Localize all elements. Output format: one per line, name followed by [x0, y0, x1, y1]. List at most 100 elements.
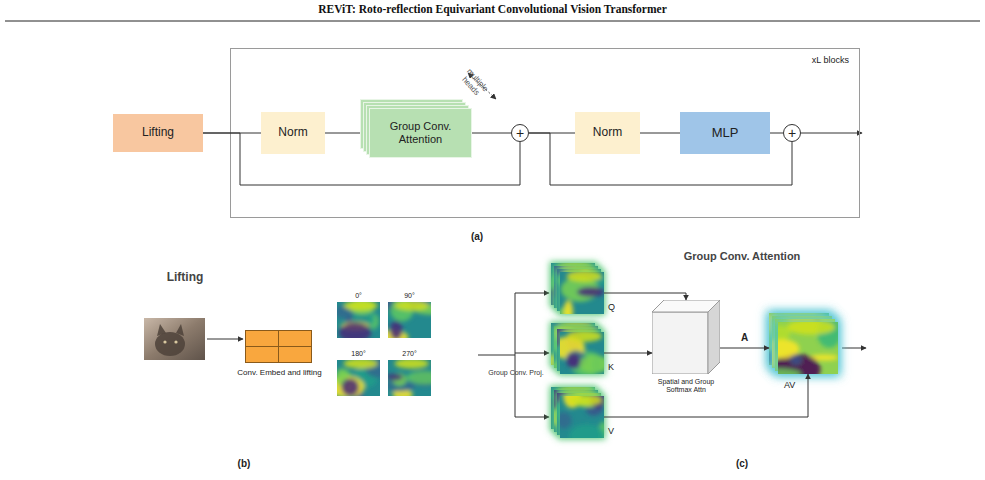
panel-title: Group Conv. Attention: [672, 250, 812, 263]
header-rule: [5, 21, 980, 22]
input-image-detail: [155, 332, 185, 356]
map-blob: [343, 302, 377, 311]
map-blob: [339, 322, 371, 338]
feature-map: [560, 396, 604, 438]
map-blobs: [778, 322, 838, 374]
map-blob: [567, 272, 602, 282]
projection-wire: [515, 417, 549, 418]
map-blob: [563, 300, 573, 314]
connector: [529, 133, 575, 134]
value-stack: V: [560, 396, 604, 438]
conv-embed-block: Conv. Embed and lifting: [245, 330, 312, 363]
key-stack: K: [560, 332, 604, 374]
map-blob: [787, 322, 835, 334]
sum-node: +: [511, 124, 529, 142]
map-blobs: [560, 396, 604, 438]
map-blobs: [388, 360, 431, 396]
cube-caption: Spatial and Group Softmax Attn: [644, 378, 728, 394]
panel-title: Lifting: [158, 271, 212, 285]
feature-map: [778, 322, 838, 374]
rotated-feature-map: 0°: [337, 302, 380, 338]
input-image-detail: [163, 340, 166, 343]
connector: [529, 133, 792, 185]
norm-box: Norm: [575, 112, 640, 154]
map-blob: [778, 369, 801, 374]
attention-cube: Spatial and Group Softmax Attn: [652, 300, 720, 374]
rotated-feature-map: 270°: [388, 360, 431, 396]
running-header: REViT: Roto-reflection Equivariant Convo…: [0, 3, 985, 15]
feature-map: [337, 302, 380, 338]
map-blobs: [337, 360, 380, 396]
plus-sign: +: [788, 125, 796, 141]
output-wire: [842, 348, 866, 349]
angle-label: 90°: [388, 292, 431, 300]
connector: [472, 133, 511, 134]
transformer-block-frame: xL blocksNormGroup Conv. Attention+NormM…: [230, 48, 860, 218]
tensor-label: K: [608, 362, 614, 372]
output-wire: [801, 133, 862, 134]
map-blob: [577, 287, 604, 297]
connector: [203, 133, 520, 185]
map-blob: [569, 424, 604, 438]
box-label: MLP: [712, 126, 739, 141]
repeat-label: xL blocks: [812, 55, 849, 65]
tensor-label: V: [608, 426, 614, 436]
feature-map: [560, 272, 604, 314]
map-blob: [578, 355, 604, 373]
input-image-detail: [157, 324, 184, 336]
map-blob: [567, 353, 581, 368]
projection-wire: [515, 353, 549, 354]
input-image: [144, 318, 205, 360]
feature-map: [388, 360, 431, 396]
connector: [604, 374, 808, 417]
map-blob: [341, 378, 358, 396]
connector: [203, 133, 261, 134]
map-blob: [560, 412, 572, 428]
map-blobs: [557, 269, 601, 311]
tensor-label: AV: [784, 380, 795, 390]
block-caption: Conv. Embed and lifting: [214, 368, 345, 377]
stack-layer: [560, 332, 604, 374]
box-label: Lifting: [142, 126, 174, 140]
panel-label: (a): [466, 231, 488, 243]
angle-label: 270°: [388, 350, 431, 358]
map-blob: [343, 360, 377, 369]
map-blob: [394, 360, 428, 369]
map-blobs: [560, 332, 604, 374]
map-blobs: [560, 272, 604, 314]
panel-label: (b): [233, 458, 255, 470]
edge-label: A: [730, 332, 760, 344]
feature-map: [388, 302, 431, 338]
connector: [604, 353, 652, 354]
map-blob: [567, 396, 602, 406]
connector: [720, 348, 769, 349]
plus-sign: +: [516, 125, 524, 141]
sum-node: +: [783, 124, 801, 142]
panel-label: (c): [731, 458, 753, 470]
projection-label: Group Conv. Proj.: [480, 369, 552, 377]
norm-box: Norm: [261, 112, 325, 154]
connector: [604, 293, 686, 300]
projection-wire: [515, 293, 549, 294]
projection-wire: [478, 293, 515, 417]
map-blob: [567, 332, 602, 342]
stack-layer: [560, 272, 604, 314]
embed-wire: [207, 339, 243, 340]
box-label: Norm: [278, 126, 307, 140]
cube-shape: [652, 300, 720, 374]
lifting-box: Lifting: [113, 114, 203, 152]
rotated-feature-map: 90°: [388, 302, 431, 338]
map-blob: [394, 302, 428, 311]
angle-label: 180°: [337, 350, 380, 358]
connector: [770, 133, 783, 134]
input-image-detail: [174, 340, 177, 343]
tensor-label: Q: [608, 302, 615, 312]
feature-map: [337, 360, 380, 396]
query-stack: Q: [560, 272, 604, 314]
map-blobs: [551, 263, 595, 305]
angle-label: 0°: [337, 292, 380, 300]
stack-layer: [560, 396, 604, 438]
